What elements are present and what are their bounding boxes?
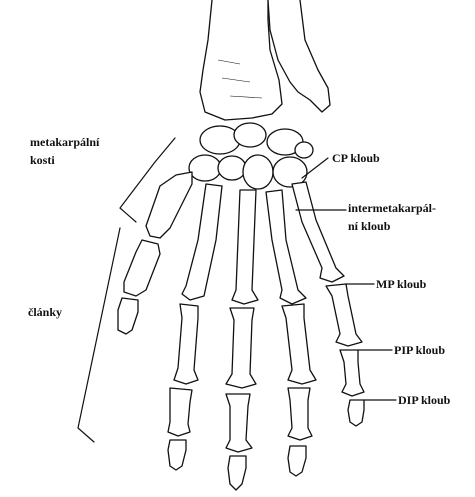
carpal-trapezoid	[218, 156, 246, 180]
cp-joint-label: CP kloub	[332, 151, 380, 165]
middle-proximal-phalanx	[226, 308, 256, 388]
intermetacarpal-joint-label-line1: intermetakarpál-	[348, 201, 436, 215]
middle-finger-bones	[226, 190, 258, 490]
metacarpal-label-line1: metakarpální	[30, 135, 100, 149]
index-finger-bones	[168, 184, 222, 470]
index-proximal-phalanx	[174, 304, 198, 384]
phalanges-label: články	[28, 305, 62, 319]
carpal-bones	[189, 123, 313, 189]
metacarpal-label-line2: kosti	[30, 153, 55, 167]
middle-metacarpal	[232, 190, 258, 304]
dip-joint-label: DIP kloub	[398, 393, 451, 407]
pip-joint-label: PIP kloub	[394, 343, 445, 357]
mp-joint-label: MP kloub	[376, 277, 427, 291]
thumb-proximal-phalanx	[124, 240, 160, 296]
ring-middle-phalanx	[288, 388, 312, 440]
carpal-pisiform	[295, 142, 313, 158]
ring-proximal-phalanx	[282, 304, 316, 384]
forearm-bones	[200, 0, 330, 120]
index-distal-phalanx	[168, 440, 186, 470]
intermetacarpal-joint-label-line2: ní kloub	[348, 219, 391, 233]
thumb-distal-phalanx	[118, 298, 138, 334]
carpal-trapezium	[189, 155, 221, 181]
phalanges-bracket	[78, 228, 120, 442]
carpal-capitate	[243, 155, 273, 189]
little-middle-phalanx	[340, 350, 364, 396]
index-middle-phalanx	[168, 388, 192, 436]
index-metacarpal	[182, 184, 222, 300]
middle-middle-phalanx	[226, 394, 252, 452]
middle-distal-phalanx	[228, 456, 246, 490]
ring-distal-phalanx	[288, 446, 306, 476]
thumb-metacarpal	[146, 172, 192, 238]
carpal-scaphoid	[200, 126, 240, 154]
little-proximal-phalanx	[326, 284, 362, 346]
little-distal-phalanx	[348, 400, 364, 426]
little-metacarpal	[292, 182, 344, 282]
carpal-lunate	[234, 123, 266, 147]
